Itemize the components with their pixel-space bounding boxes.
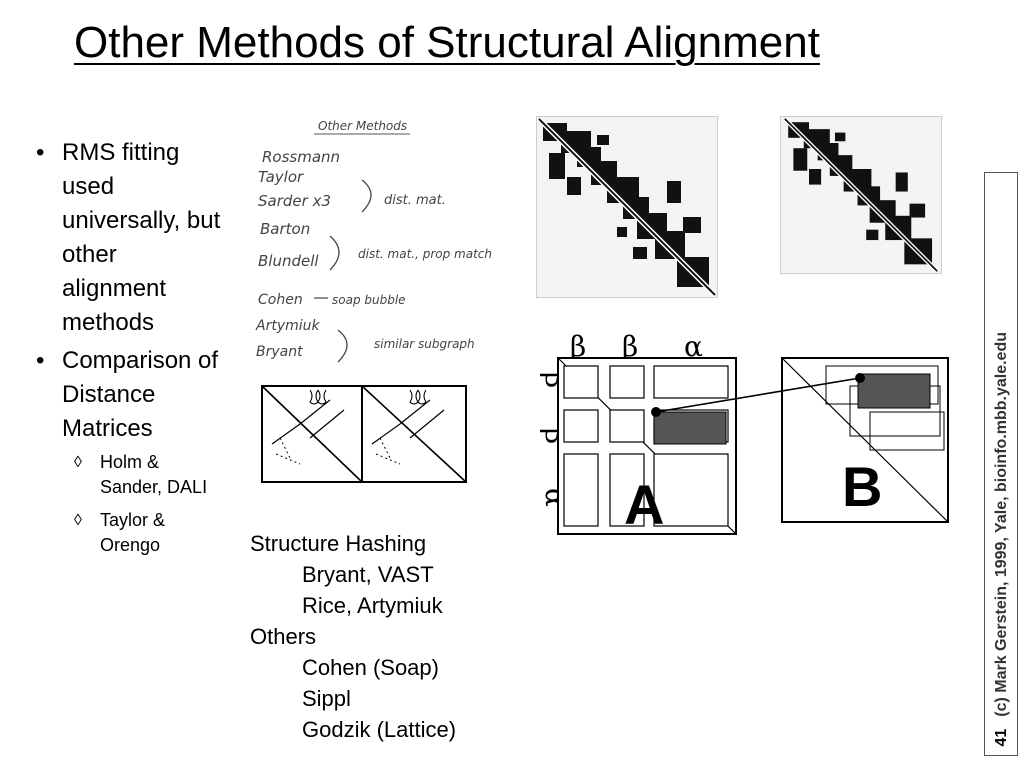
- bullet-item: Comparison of Distance Matrices Holm & S…: [32, 344, 222, 558]
- greek-label: β: [622, 330, 638, 363]
- greek-label: β: [570, 330, 586, 363]
- matrix-comparison-diagram: β β α β β α A B: [524, 330, 950, 540]
- handwritten-note: dist. mat.: [384, 193, 446, 208]
- handwritten-heading: Other Methods: [318, 119, 407, 133]
- method-lists: Structure Hashing Bryant, VAST Rice, Art…: [250, 528, 456, 745]
- handwritten-note: similar subgraph: [374, 337, 475, 351]
- handwritten-name: Rossmann: [262, 148, 340, 166]
- handwritten-name: Bryant: [256, 344, 303, 360]
- sub-bullet-item: Taylor & Orengo: [62, 508, 222, 558]
- sketch-matrix-pair: [260, 384, 470, 484]
- sub-bullet-item: Holm & Sander, DALI: [62, 450, 222, 500]
- handwritten-name: Sarder x3: [258, 192, 331, 210]
- matrix-a-label: A: [624, 473, 664, 536]
- slide-title: Other Methods of Structural Alignment: [74, 18, 820, 67]
- list-item: Rice, Artymiuk: [302, 593, 443, 618]
- handwritten-name: Taylor: [258, 168, 304, 186]
- handwritten-note: dist. mat., prop match: [358, 247, 492, 261]
- list-item: Bryant, VAST: [302, 562, 434, 587]
- bullet-item: RMS fitting used universally, but other …: [32, 136, 222, 340]
- bullet-text: Comparison of Distance Matrices: [62, 347, 219, 442]
- handwritten-notes: Other Methods Rossmann Taylor Sarder x3 …: [250, 112, 526, 376]
- page-number: 41: [993, 729, 1010, 747]
- matrix-b-label: B: [842, 455, 882, 518]
- sub-bullet-list: Holm & Sander, DALI Taylor & Orengo: [62, 450, 222, 558]
- list-item: Sippl: [302, 686, 351, 711]
- bullet-text: RMS fitting used universally, but other …: [62, 139, 221, 336]
- footer-credit-box: 41 (c) Mark Gerstein, 1999, Yale, bioinfo…: [984, 172, 1018, 756]
- list-heading: Structure Hashing: [250, 531, 427, 556]
- list-item: Godzik (Lattice): [302, 717, 457, 742]
- highlight-block: [653, 411, 727, 445]
- list-item: Cohen (Soap): [302, 655, 439, 680]
- distance-matrix-plot-1: [536, 116, 718, 298]
- distance-matrix-plot-2: [780, 116, 942, 274]
- handwritten-note: soap bubble: [332, 293, 406, 307]
- bullet-list: RMS fitting used universally, but other …: [32, 136, 222, 566]
- handwritten-name: Barton: [260, 220, 310, 238]
- handwritten-name: Artymiuk: [255, 318, 321, 334]
- credit-text: (c) Mark Gerstein, 1999, Yale, bioinfo.m…: [993, 332, 1010, 718]
- list-heading: Others: [250, 624, 317, 649]
- greek-label: α: [684, 330, 703, 363]
- handwritten-name: Cohen: [258, 292, 303, 308]
- handwritten-name: Blundell: [258, 252, 319, 270]
- highlight-block: [857, 373, 931, 409]
